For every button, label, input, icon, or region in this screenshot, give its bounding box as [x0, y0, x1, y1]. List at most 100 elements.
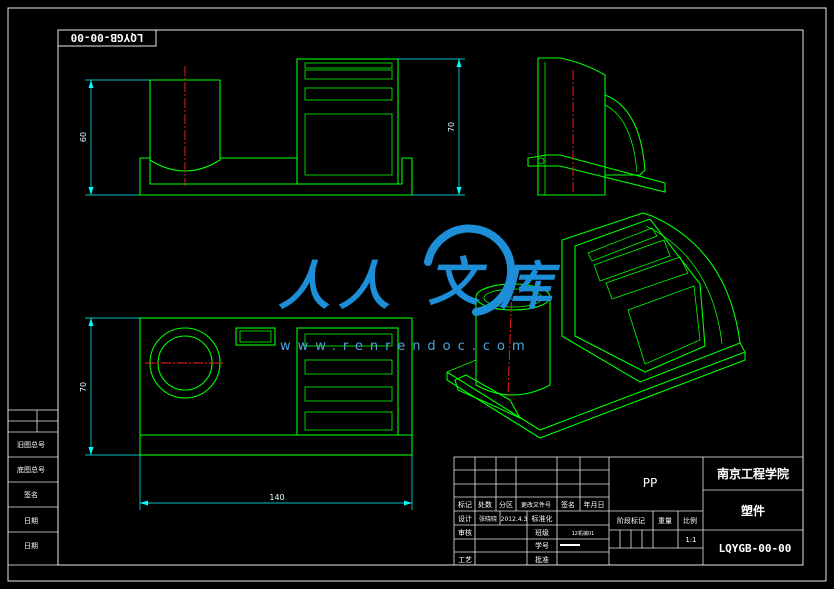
- designer-name: 张晓晓: [479, 515, 497, 523]
- iso-base-thickness: [446, 352, 746, 439]
- dim-60-arrow: [88, 80, 94, 88]
- dim-140-text: 140: [269, 493, 284, 502]
- header-date: 年月日: [584, 500, 605, 509]
- left-strip-label: 日期: [24, 542, 38, 550]
- side-body-outline: [537, 57, 606, 196]
- title-grid-cols-upper: [474, 457, 581, 511]
- header-zone: 分区: [499, 500, 513, 509]
- standardization-label: 标准化: [532, 514, 553, 523]
- outer-border: [7, 7, 827, 582]
- iso-hook-tab: [454, 374, 522, 420]
- header-count: 处数: [478, 500, 492, 509]
- top-drawer-slot: [304, 386, 393, 402]
- dim-70-front-text: 70: [447, 122, 456, 132]
- left-strip-label: 底图总号: [17, 465, 45, 474]
- student-no-value-bar: [560, 544, 580, 546]
- review-label: 审核: [458, 528, 472, 537]
- dim-140-extension: [139, 455, 413, 510]
- dim-70-front-arrow: [456, 59, 462, 67]
- iso-compartment: [587, 227, 658, 262]
- title-grid-rows: [454, 469, 609, 553]
- watermark-char: 文: [428, 253, 488, 313]
- front-drawer-slot: [304, 69, 393, 80]
- top-small-slot-inner: [239, 330, 272, 343]
- weight-label: 重量: [658, 517, 672, 525]
- iso-cylinder-top-inner: [483, 288, 543, 308]
- watermark-char: 人: [278, 257, 330, 317]
- stage-mark-label: 阶段标记: [617, 516, 645, 525]
- dim-140-arrow: [404, 500, 412, 506]
- design-date: 2012.4.3: [501, 516, 528, 523]
- watermark-char: 人: [338, 257, 390, 317]
- front-drawer-slot: [304, 62, 393, 69]
- scale-label: 比例: [683, 516, 697, 525]
- left-strip-label: 日期: [24, 517, 38, 525]
- student-no-label: 学号: [535, 541, 549, 550]
- left-strip-table: 旧图总号 底图总号 签名 日期 日期: [7, 409, 59, 566]
- top-small-slot: [235, 327, 276, 346]
- dim-60-arrow: [88, 187, 94, 195]
- header-mark: 标记: [458, 500, 472, 509]
- front-drawer-box: [296, 58, 399, 185]
- iso-base-back-edge: [446, 359, 477, 373]
- watermark: 人 人 文 库 www.renrendoc.com: [278, 224, 561, 354]
- left-strip-border: [7, 409, 59, 566]
- dim-60-extension: [85, 79, 150, 196]
- iso-organizer-front-face: [574, 218, 706, 373]
- left-strip-label: 旧图总号: [17, 440, 45, 449]
- iso-organizer-outline: [561, 212, 746, 353]
- material-value: PP: [643, 476, 657, 490]
- dim-70-top-text: 70: [79, 382, 88, 392]
- top-drawer-slot: [304, 333, 393, 347]
- header-sign: 签名: [561, 500, 575, 509]
- inner-frame: [57, 29, 804, 566]
- side-curved-back: [604, 94, 646, 176]
- side-view: [527, 57, 666, 196]
- iso-base-top: [446, 351, 746, 431]
- title-stage-grid: [609, 510, 703, 549]
- top-outline: [139, 317, 413, 456]
- class-label: 班级: [535, 528, 549, 537]
- drawing-number: LQYGB-00-00: [719, 542, 792, 555]
- iso-organizer-inner-arc: [645, 225, 723, 345]
- isometric-view: [446, 212, 746, 439]
- mirrored-drawing-code: LQYGB-00-00: [71, 31, 144, 44]
- watermark-url: www.renrendoc.com: [280, 339, 532, 354]
- side-hook-hole: [537, 157, 545, 165]
- part-name: 塑件: [741, 503, 765, 518]
- approve-label: 批准: [535, 555, 549, 564]
- scale-value: 1:1: [685, 536, 696, 544]
- top-drawer-box: [296, 327, 399, 436]
- title-block: 标记 处数 分区 更改文件号 签名 年月日 设计 张晓晓 2012.4.3 标准…: [453, 456, 804, 566]
- iso-compartment: [605, 256, 689, 300]
- watermark-logo-ring: [424, 224, 516, 316]
- side-curved-back-inner: [604, 104, 638, 173]
- dim-70-top-arrow: [88, 447, 94, 455]
- process-label: 工艺: [458, 556, 472, 564]
- dim-70-front-arrow: [456, 187, 462, 195]
- code-box: [57, 29, 157, 47]
- title-grid-cols-lower: [474, 511, 558, 565]
- iso-compartment: [593, 239, 671, 282]
- front-view: 60 70: [79, 58, 465, 196]
- design-label: 设计: [458, 514, 472, 523]
- dim-60-text: 60: [79, 132, 88, 142]
- dim-70-top-arrow: [88, 318, 94, 326]
- dim-70-front-extension: [398, 58, 465, 196]
- title-info-grid: [703, 489, 803, 531]
- iso-cylinder-body: [475, 297, 551, 396]
- side-hook-tab: [527, 154, 666, 193]
- dim-140-arrow: [140, 500, 148, 506]
- watermark-char: 库: [499, 257, 561, 317]
- iso-organizer-base-edge: [561, 335, 741, 383]
- left-strip-label: 签名: [24, 490, 38, 499]
- dim-70-top-extension: [85, 317, 140, 456]
- class-value: 12机械01: [572, 530, 595, 537]
- front-drawer-slot: [304, 113, 393, 176]
- top-drawer-slot: [304, 359, 393, 375]
- front-base-outline: [139, 157, 413, 196]
- front-cylinder: [149, 79, 221, 172]
- iso-compartment-large: [627, 285, 701, 365]
- front-drawer-slot: [304, 87, 393, 101]
